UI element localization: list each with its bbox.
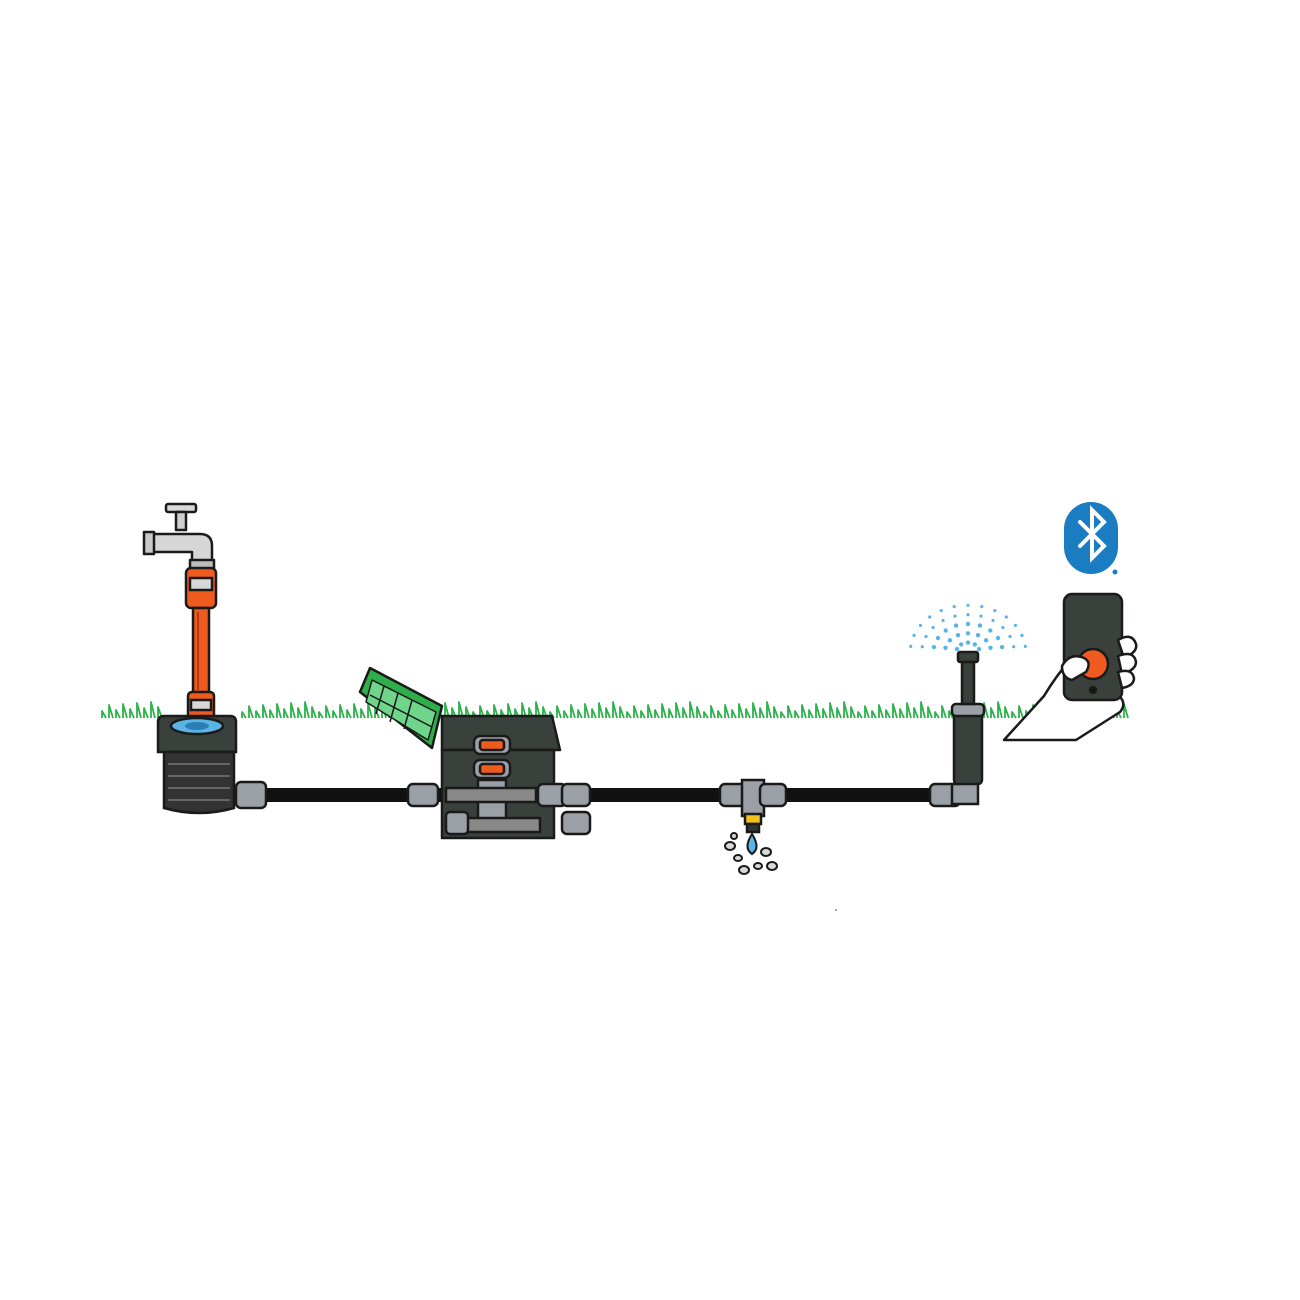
spray-droplet [972, 642, 977, 647]
spray-droplet [953, 614, 957, 618]
spray-droplet [931, 644, 937, 650]
spray-droplet [1012, 645, 1016, 649]
spray-droplet [979, 614, 983, 618]
smartphone-in-hand [1002, 592, 1138, 742]
drain-water [724, 832, 778, 875]
orange-hose [184, 566, 218, 724]
spray-droplet [935, 635, 941, 641]
spray-droplet [955, 633, 961, 638]
spray-droplet [999, 644, 1005, 650]
spray-droplet [928, 615, 932, 619]
spray-droplet [965, 621, 971, 627]
valve-top [472, 734, 512, 756]
spray-droplet [977, 623, 983, 628]
spray-droplet [931, 625, 935, 630]
spray-droplet [966, 613, 970, 617]
spray-droplet [1004, 615, 1008, 619]
spray-droplet [988, 628, 993, 633]
spray-droplet [953, 623, 959, 628]
spray-droplet [947, 638, 953, 643]
drain-tee [718, 778, 788, 834]
spray-droplet [965, 640, 971, 645]
valve-box-lid [358, 666, 444, 750]
spray-droplet [920, 645, 924, 649]
spray-droplet [954, 646, 960, 652]
water-drop-icon [746, 832, 758, 856]
spray-droplet [983, 638, 989, 643]
spray-droplet [1001, 625, 1005, 630]
spray-droplet [966, 603, 970, 607]
spray-droplet [952, 605, 956, 609]
spray-droplet [1023, 644, 1027, 649]
spray-droplet [965, 631, 971, 636]
spray-droplet [995, 635, 1001, 641]
spray-droplet [943, 645, 948, 650]
spray-droplet [909, 644, 913, 649]
water-tap [142, 502, 216, 572]
spray-droplet [993, 609, 997, 613]
spray-droplet [1020, 633, 1024, 638]
spray-droplet [939, 609, 943, 613]
spray-droplet [943, 628, 948, 633]
pop-up-sprinkler [928, 650, 986, 808]
bluetooth-icon [1064, 502, 1118, 575]
main-pipe [250, 788, 950, 802]
spray-droplet [1008, 634, 1012, 639]
spray-droplet [1013, 623, 1018, 628]
spray-icon [909, 603, 1027, 652]
spray-droplet [991, 618, 995, 623]
stray-dot [835, 909, 837, 911]
spray-droplet [924, 634, 928, 639]
spray-droplet [988, 645, 993, 650]
spray-droplet [980, 605, 984, 609]
water-socket [156, 714, 268, 815]
spray-droplet [912, 633, 916, 638]
spray-droplet [975, 633, 981, 638]
valve-box [358, 666, 592, 840]
spray-droplet [976, 646, 982, 652]
spray-droplet [959, 642, 964, 647]
spray-droplet [941, 618, 945, 623]
spray-droplet [918, 623, 923, 628]
